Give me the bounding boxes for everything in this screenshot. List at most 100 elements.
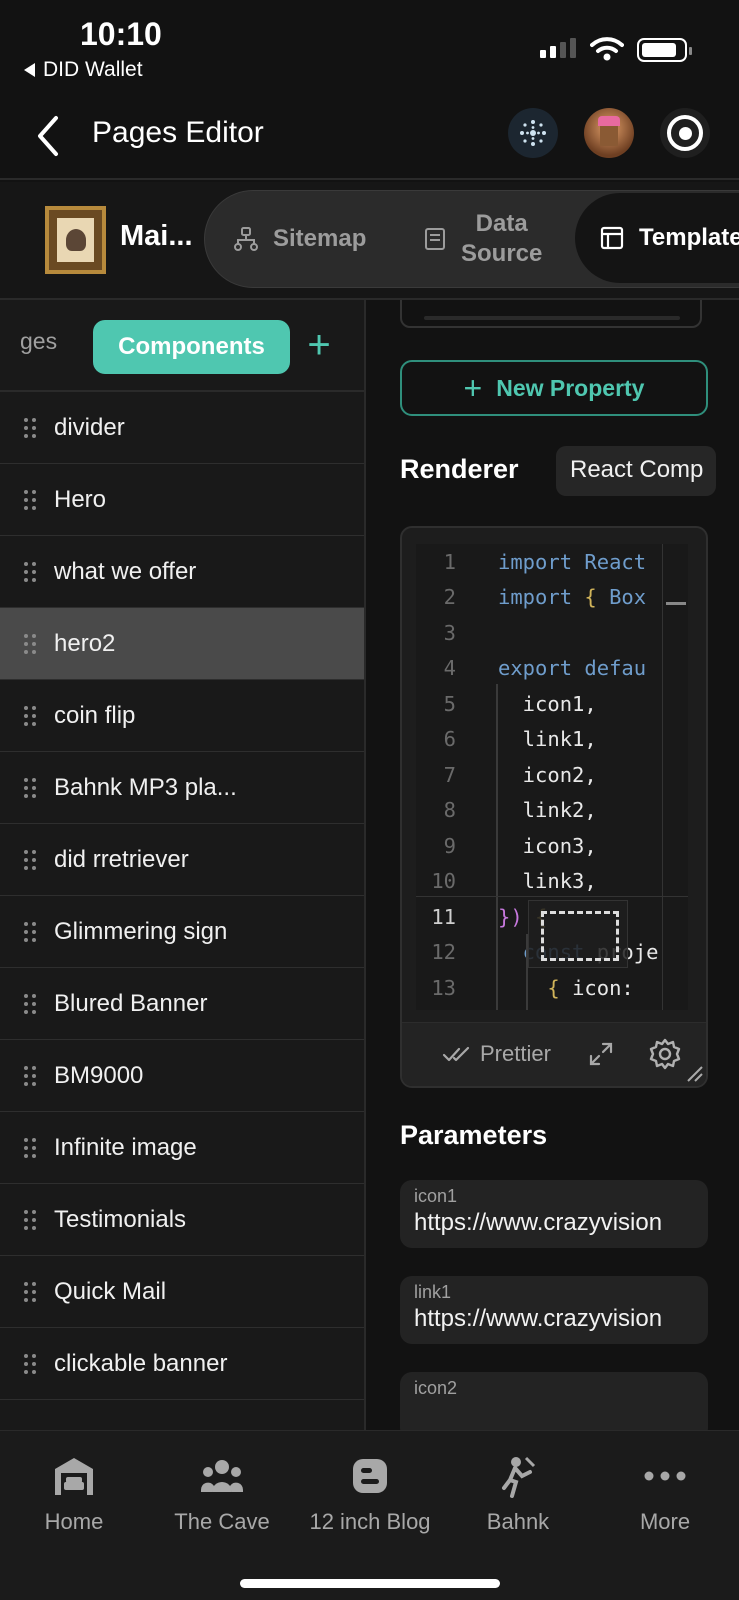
bottom-nav: Home The Cave 12 inch Blog (0, 1430, 739, 1600)
drag-handle-icon[interactable] (24, 705, 36, 726)
component-list-item[interactable]: clickable banner (0, 1328, 364, 1400)
drag-handle-icon[interactable] (24, 1137, 36, 1158)
code-token: link2, (498, 798, 597, 823)
component-list-item[interactable]: Quick Mail (0, 1256, 364, 1328)
parameter-value[interactable]: https://www.crazyvision (414, 1209, 663, 1236)
drag-handle-icon[interactable] (24, 993, 36, 1014)
drag-handle-icon[interactable] (24, 777, 36, 798)
nav-12-inch-blog[interactable]: 12 inch Blog (296, 1453, 444, 1535)
code-text: link3, (456, 869, 597, 893)
component-list-item[interactable]: BM9000 (0, 1040, 364, 1112)
component-list-item[interactable]: divider (0, 392, 364, 464)
tab-sitemap[interactable]: Sitemap (233, 191, 366, 287)
status-bar: 10:10 DID Wallet (0, 0, 739, 92)
component-list-item[interactable]: coin flip (0, 680, 364, 752)
code-text: export defau (456, 656, 646, 680)
plus-icon: + (463, 370, 483, 406)
component-list-item[interactable]: Blured Banner (0, 968, 364, 1040)
expand-icon[interactable] (588, 1041, 614, 1067)
parameter-field-link1[interactable]: link1 https://www.crazyvision (400, 1276, 708, 1344)
tab-data-source[interactable]: Data Source (423, 191, 542, 287)
parameter-field-icon1[interactable]: icon1 https://www.crazyvision (400, 1180, 708, 1248)
tab-data-source-line1: Data (475, 210, 528, 237)
line-number: 8 (443, 798, 456, 823)
editor-toolbar: Prettier (402, 1022, 706, 1086)
text-cursor-overlay-icon (528, 900, 628, 968)
renderer-select[interactable]: React Comp (556, 446, 716, 496)
component-list-item[interactable]: Hero (0, 464, 364, 536)
parameter-value[interactable]: https://www.crazyvision (414, 1305, 663, 1332)
parameters-heading: Parameters (400, 1120, 548, 1150)
add-component-button[interactable]: + (307, 323, 331, 367)
code-line: 6 link1, (416, 722, 688, 758)
code-token: icon: (572, 975, 634, 1000)
drag-handle-icon[interactable] (24, 561, 36, 582)
drag-handle-icon[interactable] (24, 921, 36, 942)
nav-more[interactable]: More (591, 1453, 739, 1535)
new-property-label: New Property (496, 374, 645, 401)
double-check-icon (442, 1046, 470, 1062)
record-button[interactable] (660, 108, 710, 158)
component-name: Blured Banner (54, 989, 208, 1017)
nav-bahnk[interactable]: Bahnk (444, 1453, 592, 1535)
project-thumbnail[interactable] (45, 206, 106, 274)
gear-icon[interactable] (648, 1037, 682, 1071)
drag-handle-icon[interactable] (24, 1281, 36, 1302)
indent-guide (496, 684, 498, 1010)
component-name: Quick Mail (54, 1277, 167, 1305)
project-name[interactable]: Mai... (120, 220, 193, 252)
code-token: export defau (498, 656, 647, 681)
component-name: divider (54, 413, 125, 441)
drag-handle-icon[interactable] (24, 1353, 36, 1374)
component-name: Hero (54, 485, 107, 513)
code-token: icon1, (498, 691, 597, 716)
drag-handle-icon[interactable] (24, 489, 36, 510)
nav-home[interactable]: Home (0, 1453, 148, 1535)
back-to-app-link[interactable]: DID Wallet (24, 58, 143, 82)
page-title: Pages Editor (92, 116, 264, 149)
nav-bahnk-label: Bahnk (486, 1509, 550, 1534)
code-text: icon2, (456, 763, 597, 787)
component-list-item[interactable]: Testimonials (0, 1184, 364, 1256)
tab-pages[interactable]: ges (20, 328, 58, 354)
battery-icon (637, 38, 692, 62)
component-list-item[interactable]: hero2 (0, 608, 364, 680)
tab-components[interactable]: Components (93, 320, 290, 374)
drag-handle-icon[interactable] (24, 417, 36, 438)
component-name: Bahnk MP3 pla... (54, 773, 237, 801)
line-number: 4 (443, 656, 456, 681)
new-property-button[interactable]: + New Property (400, 360, 708, 416)
prettier-button[interactable]: Prettier (442, 1041, 551, 1067)
line-number: 13 (431, 975, 456, 1000)
drag-handle-icon[interactable] (24, 1065, 36, 1086)
component-list-item[interactable]: Infinite image (0, 1112, 364, 1184)
drag-handle-icon[interactable] (24, 849, 36, 870)
back-chevron-icon[interactable] (30, 112, 70, 160)
parameter-label: icon1 (414, 1186, 458, 1206)
drag-handle-icon[interactable] (24, 633, 36, 654)
component-list-item[interactable]: Bahnk MP3 pla... (0, 752, 364, 824)
tab-template[interactable]: Template (575, 193, 739, 283)
nav-the-cave[interactable]: The Cave (148, 1453, 296, 1535)
network-hub-icon[interactable] (508, 108, 558, 158)
component-list-item[interactable]: Glimmering sign (0, 896, 364, 968)
line-number: 12 (431, 940, 456, 965)
code-token: icon2, (498, 762, 597, 787)
component-list-item[interactable]: did rretriever (0, 824, 364, 896)
resize-handle-icon[interactable] (684, 1063, 704, 1083)
parameter-field-icon2[interactable]: icon2 (400, 1372, 708, 1432)
garage-icon (55, 1458, 93, 1495)
drag-handle-icon[interactable] (24, 1209, 36, 1230)
component-list-item[interactable]: what we offer (0, 536, 364, 608)
home-indicator[interactable] (240, 1579, 500, 1588)
code-token: icon3, (498, 833, 597, 858)
database-icon (425, 228, 445, 250)
editor-scrollbar[interactable] (666, 602, 686, 605)
user-avatar[interactable] (584, 108, 634, 158)
component-name: what we offer (54, 557, 197, 585)
code-line: 10 link3, (416, 864, 688, 900)
